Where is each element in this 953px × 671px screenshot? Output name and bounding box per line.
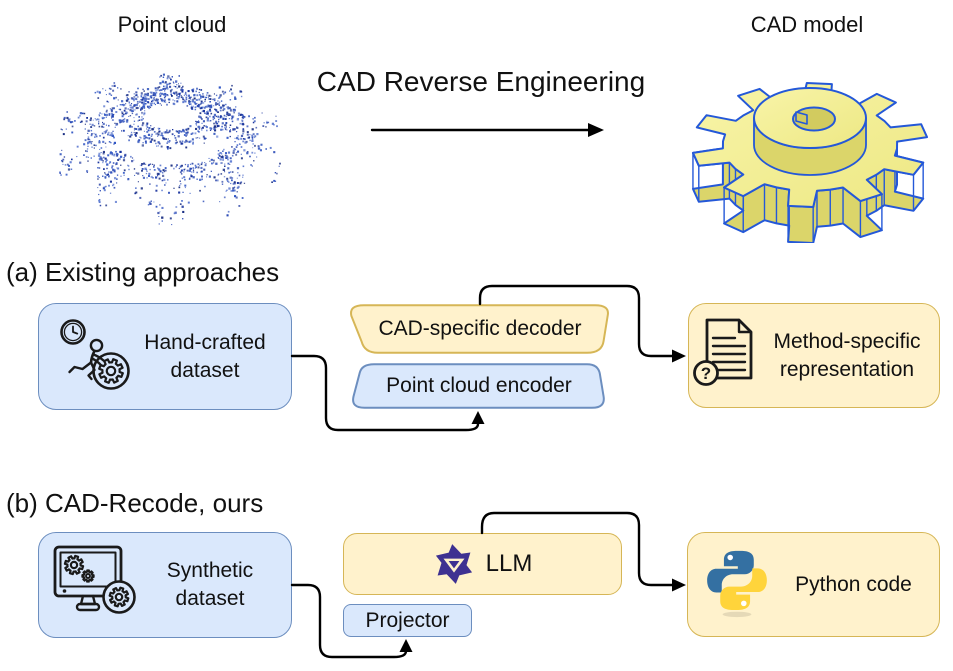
method-specific-label: Method-specific representation [759, 304, 935, 407]
document-question-icon: ? [693, 318, 753, 386]
process-label: CAD Reverse Engineering [316, 66, 646, 97]
output-a-line2: representation [779, 357, 915, 381]
person-pushing-gear-with-clock-icon [60, 319, 130, 390]
projector-box: Projector [343, 604, 472, 637]
llm-label: LLM [485, 550, 533, 577]
method-specific-representation-box: ? Method-specific representation [688, 303, 940, 408]
question-mark-glyph: ? [701, 364, 711, 383]
qwen-logo-icon [435, 544, 472, 584]
hand-crafted-dataset-box: Hand-crafted dataset [38, 303, 292, 410]
projector-label: Projector [365, 608, 450, 632]
main-arrow [370, 123, 604, 137]
computer-with-gears-icon [53, 545, 136, 614]
section-b-heading: (b) CAD-Recode, ours [6, 488, 264, 518]
point-cloud-label: Point cloud [117, 12, 227, 37]
python-code-label: Python code [795, 572, 912, 596]
cad-model-gear-image [692, 82, 928, 243]
hand-crafted-dataset-label: Hand-crafted dataset [125, 304, 285, 409]
cad-specific-decoder-shape: CAD-specific decoder [348, 304, 612, 354]
python-logo-icon [707, 550, 767, 618]
point-cloud-encoder-shape: Point cloud encoder [350, 363, 608, 409]
dataset-b-line2: dataset [175, 587, 245, 610]
synthetic-dataset-box: Synthetic dataset [38, 532, 292, 638]
encoder-label: Point cloud encoder [386, 374, 572, 397]
dataset-a-line1: Hand-crafted [144, 330, 266, 354]
llm-box: LLM [343, 533, 622, 595]
cad-model-label: CAD model [750, 12, 864, 37]
point-cloud-image [59, 73, 281, 226]
section-a-heading: (a) Existing approaches [6, 257, 280, 287]
dataset-b-line1: Synthetic [166, 559, 254, 583]
output-a-line1: Method-specific [773, 329, 921, 353]
python-code-box: Python code [687, 532, 940, 637]
decoder-label: CAD-specific decoder [378, 317, 582, 340]
synthetic-dataset-label: Synthetic dataset [135, 533, 285, 637]
dataset-a-line2: dataset [170, 358, 240, 382]
